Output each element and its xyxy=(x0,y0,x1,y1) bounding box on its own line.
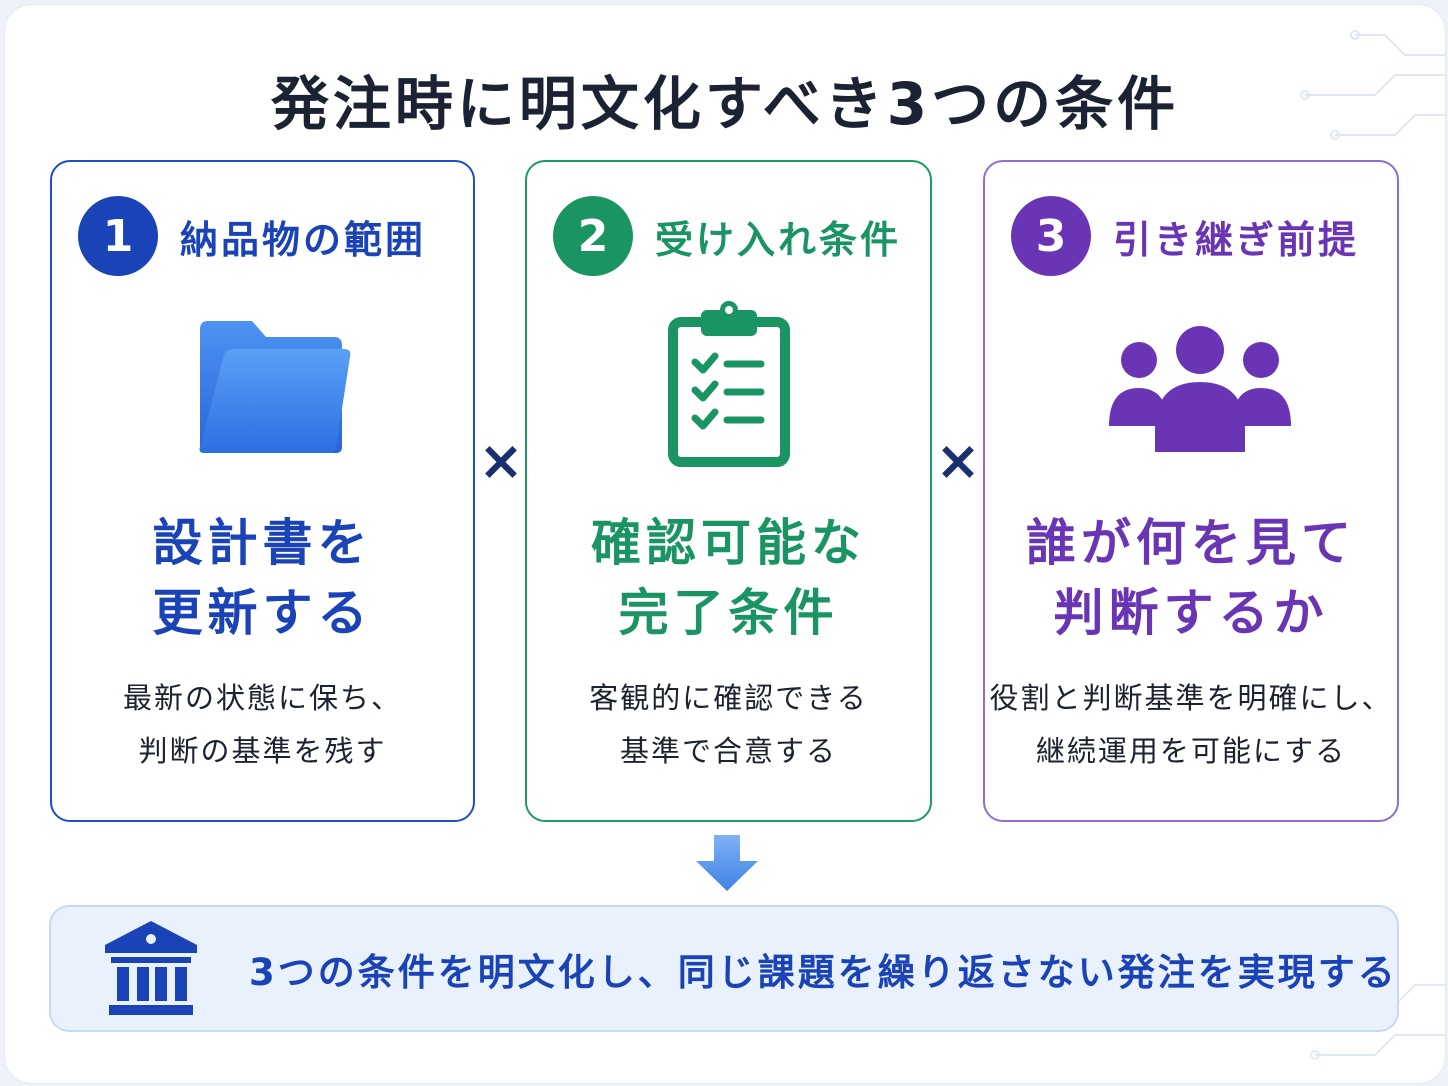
page-title: 発注時に明文化すべき3つの条件 xyxy=(270,70,1180,138)
card-header: 2 受け入れ条件 xyxy=(553,194,901,278)
desc-line-2: 判断の基準を残す xyxy=(138,734,387,768)
card-main-statement: 設計書を 更新する xyxy=(52,508,473,648)
multiply-sign-1: × xyxy=(478,429,524,492)
desc-line-2: 継続運用を可能にする xyxy=(1035,734,1347,768)
card-main-statement: 誰が何を見て 判断するか xyxy=(985,508,1397,648)
main-line-1: 確認可能な xyxy=(591,514,866,572)
card-main-statement: 確認可能な 完了条件 xyxy=(527,508,930,648)
desc-line-1: 客観的に確認できる xyxy=(589,681,868,715)
main-line-1: 設計書を xyxy=(152,514,373,572)
institution-building-icon xyxy=(105,921,197,1015)
card-description: 役割と判断基準を明確にし、 継続運用を可能にする xyxy=(985,672,1397,778)
condition-card-3: 3 引き継ぎ前提 誰が何を見て 判断するか 役割と判断基準を明確にし、 継続運用… xyxy=(983,160,1399,822)
circuit-decoration-top xyxy=(1300,30,1445,140)
card-description: 客観的に確認できる 基準で合意する xyxy=(527,672,930,778)
condition-card-1: 1 納品物の範囲 設計書を 更新する 最新の状態に保ち、 判断の xyxy=(50,160,475,822)
desc-line-2: 基準で合意する xyxy=(619,734,837,768)
main-line-2: 完了条件 xyxy=(618,584,839,642)
desc-line-1: 最新の状態に保ち、 xyxy=(122,681,402,715)
condition-card-2: 2 受け入れ条件 確認可能な 完了条件 客観的に確認できる 基準で合意する xyxy=(525,160,932,822)
card-title: 引き継ぎ前提 xyxy=(1113,217,1360,262)
step-number-badge: 1 xyxy=(78,196,158,276)
folder-icon xyxy=(199,321,351,453)
down-arrow-icon xyxy=(696,835,758,891)
conclusion-banner: 3つの条件を明文化し、同じ課題を繰り返さない発注を実現する xyxy=(49,905,1399,1032)
main-line-2: 判断するか xyxy=(1053,584,1329,642)
diagram-frame: 発注時に明文化すべき3つの条件 1 納品物の範囲 設計書を 更新する xyxy=(4,4,1446,1084)
main-line-2: 更新する xyxy=(152,584,373,642)
clipboard-checklist-icon xyxy=(668,301,790,467)
card-description: 最新の状態に保ち、 判断の基準を残す xyxy=(52,672,473,778)
card-title: 納品物の範囲 xyxy=(180,217,427,262)
conclusion-text: 3つの条件を明文化し、同じ課題を繰り返さない発注を実現する xyxy=(249,950,1398,994)
multiply-sign-2: × xyxy=(935,429,981,492)
card-header: 3 引き継ぎ前提 xyxy=(1011,194,1359,278)
card-title: 受け入れ条件 xyxy=(655,217,902,262)
card-header: 1 納品物の範囲 xyxy=(78,194,426,278)
desc-line-1: 役割と判断基準を明確にし、 xyxy=(989,681,1393,715)
step-number-badge: 3 xyxy=(1011,196,1091,276)
step-number-badge: 2 xyxy=(553,196,633,276)
main-line-1: 誰が何を見て xyxy=(1026,514,1356,572)
people-group-icon xyxy=(1109,326,1291,452)
